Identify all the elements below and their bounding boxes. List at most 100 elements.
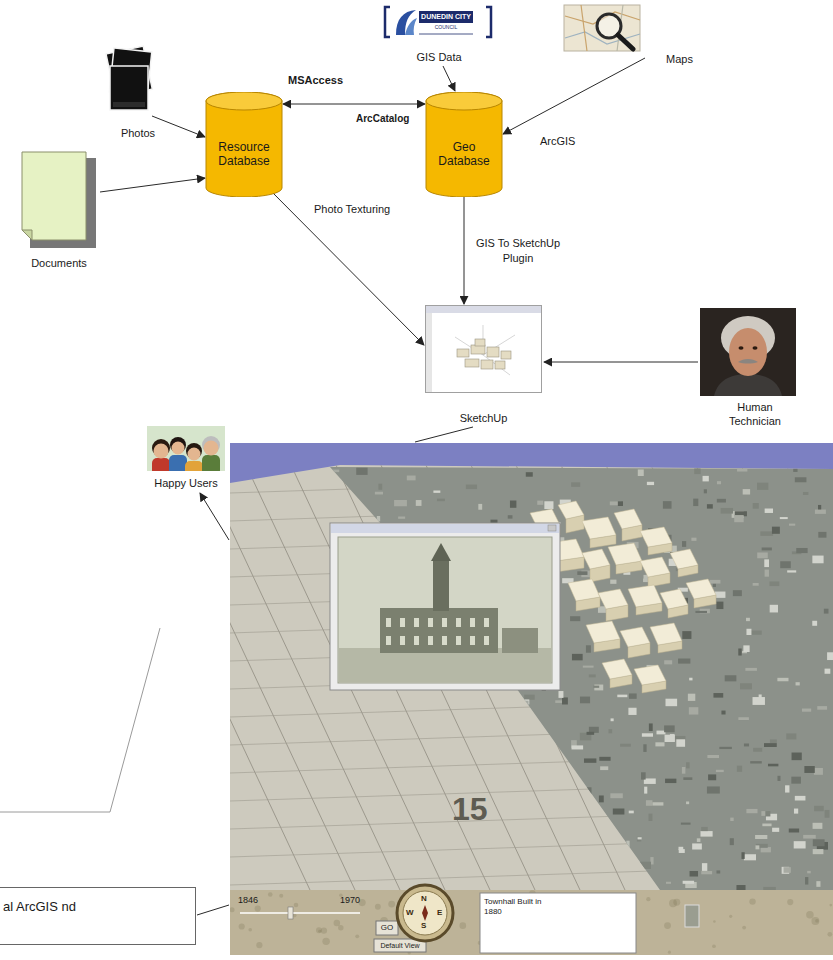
database-cylinder: Geo Database	[425, 92, 503, 197]
connector-line	[197, 905, 229, 915]
aerial-roof	[343, 789, 352, 795]
logo-text: DUNEDIN CITY	[419, 11, 473, 23]
aerial-roof	[785, 785, 789, 792]
popup-frame	[330, 523, 560, 690]
logo-bracket	[486, 7, 491, 37]
aerial-roof	[770, 605, 778, 613]
icon-picture	[700, 308, 796, 396]
bar-texture	[279, 894, 283, 898]
aerial-roof	[786, 733, 796, 739]
aerial-roof	[647, 482, 654, 485]
aerial-roof	[377, 516, 380, 521]
aerial-roof	[585, 869, 595, 877]
townhall-window	[386, 618, 391, 627]
aerial-roof	[572, 654, 583, 660]
townhall-window	[484, 618, 489, 627]
aerial-roof	[442, 752, 454, 755]
aerial-roof	[716, 770, 724, 772]
aerial-roof	[824, 609, 829, 614]
aerial-roof	[682, 541, 686, 547]
bar-texture	[239, 923, 245, 929]
aerial-roof	[791, 777, 801, 784]
aerial-roof	[409, 847, 420, 851]
aerial-roof	[423, 821, 429, 829]
aerial-roof	[345, 502, 349, 504]
aerial-roof	[738, 717, 749, 720]
aerial-roof	[713, 584, 716, 587]
aerial-roof	[432, 752, 437, 757]
aerial-roof	[746, 629, 751, 635]
connector-arrow	[544, 362, 698, 363]
aerial-roof	[511, 694, 514, 699]
aerial-roof	[483, 756, 494, 758]
aerial-roof	[734, 515, 743, 522]
compass-letter: W	[406, 908, 414, 918]
aerial-roof	[524, 695, 535, 700]
aerial-roof	[363, 774, 372, 779]
aerial-roof	[562, 697, 568, 704]
connector-arrow	[283, 104, 425, 105]
aerial-roof	[717, 499, 726, 503]
icon-picture	[383, 4, 495, 40]
icon-picture	[563, 4, 641, 52]
aerial-roof	[743, 645, 749, 652]
aerial-roof	[543, 826, 552, 834]
connector-arrow	[200, 493, 229, 540]
aerial-roof	[746, 618, 750, 621]
model-block	[495, 361, 505, 369]
aerial-roof	[570, 616, 580, 621]
aerial-roof	[716, 870, 720, 873]
aerial-roof	[644, 787, 647, 794]
building-roof	[614, 509, 642, 529]
bar-texture	[355, 934, 359, 938]
aerial-roof	[777, 678, 788, 681]
node-caption: Photos	[98, 126, 178, 140]
data-source-icon: Documents	[18, 150, 100, 270]
aerial-roof	[772, 828, 779, 832]
aerial-roof	[571, 482, 580, 486]
tool-label: MSAccess	[288, 74, 343, 87]
aerial-roof	[626, 841, 629, 847]
aerial-roof	[737, 467, 747, 471]
townhall-window	[456, 636, 461, 645]
aerial-roof	[802, 709, 811, 712]
aerial-roof	[789, 829, 799, 833]
aerial-roof	[353, 818, 365, 824]
aerial-roof	[457, 840, 469, 846]
aerial-roof	[794, 809, 798, 814]
aerial-roof	[691, 538, 696, 541]
aerial-roof	[717, 481, 721, 484]
townhall-window	[484, 636, 489, 645]
aerial-roof	[760, 531, 773, 535]
go-button	[376, 921, 398, 935]
aerial-roof	[755, 845, 759, 849]
connector-label: Photo Texturing	[314, 202, 390, 217]
node-caption: Documents	[18, 256, 100, 270]
aerial-roof	[750, 631, 762, 635]
aerial-roof	[477, 835, 484, 840]
map-streets	[230, 463, 833, 913]
aerial-roof	[549, 852, 557, 858]
actor-photo: Happy Users	[146, 426, 226, 490]
aerial-roof	[456, 885, 468, 890]
aerial-roof	[649, 814, 653, 821]
aerial-roof	[543, 752, 554, 756]
year-label: 1970	[340, 895, 360, 906]
aerial-roof	[692, 843, 702, 849]
aerial-roof	[618, 501, 623, 506]
townhall-tower	[433, 561, 449, 611]
aerial-roof	[666, 699, 678, 706]
callout-box: al ArcGIS nd	[0, 887, 196, 945]
bar-texture	[749, 898, 755, 904]
aerial-roof	[503, 762, 510, 767]
bar-texture	[829, 904, 832, 907]
building-roof	[640, 527, 672, 547]
model-block	[457, 349, 469, 357]
aerial-roof	[701, 871, 712, 874]
aerial-roof	[700, 831, 712, 837]
compass-needle	[422, 905, 428, 921]
townhall-window	[386, 636, 391, 645]
aerial-roof	[555, 782, 564, 786]
aerial-roof	[762, 824, 771, 827]
aerial-roof	[690, 871, 698, 877]
